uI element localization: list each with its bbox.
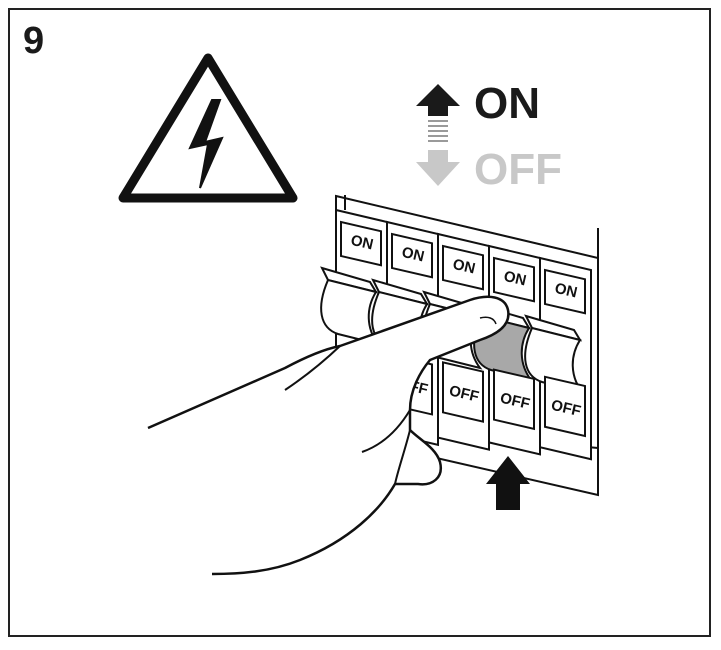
breaker-on-text: ON [349,232,375,254]
breaker-on-text: ON [451,256,477,278]
transition-lines [428,120,448,142]
on-label-box [340,220,382,267]
on-label-box [442,244,484,291]
breaker-on-text: ON [553,280,579,302]
breaker-on-text: ON [502,268,528,290]
off-label-box [442,361,484,423]
on-label-box [544,268,586,315]
breaker-off-text: OFF [447,382,480,405]
off-label-box [493,368,535,431]
step-number: 9 [23,20,45,62]
breaker-off-text: OFF [549,397,582,420]
on-label-box [493,256,535,303]
on-label-box [391,232,433,279]
breaker-off-text: OFF [498,390,531,413]
hand-icon [147,295,510,576]
breaker-module: ON OFF [524,256,592,461]
high-voltage-warning-icon [118,53,298,203]
push-up-arrow-icon [486,456,530,510]
breaker-on-text: ON [400,244,426,266]
on-label: ON [474,79,540,128]
off-label: OFF [474,145,562,194]
off-label-box [544,375,586,438]
up-arrow-icon [416,84,460,116]
down-arrow-icon [416,150,460,186]
